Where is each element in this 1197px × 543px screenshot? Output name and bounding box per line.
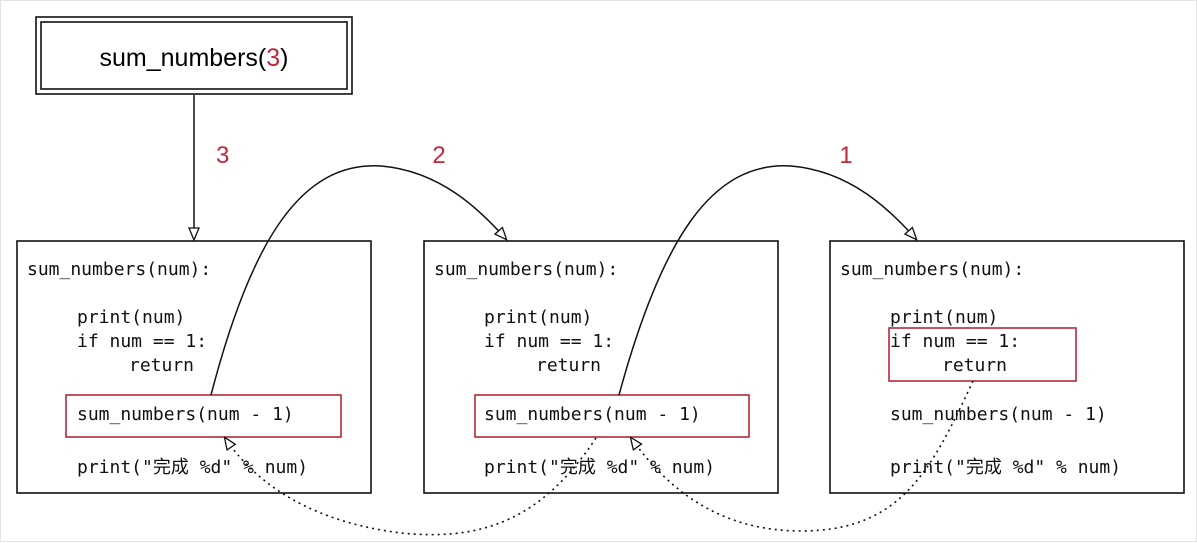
code-recursive-call: sum_numbers(num - 1) [77,404,294,425]
code-print-num: print(num) [484,307,592,328]
code-print-num: print(num) [890,307,998,328]
entry-call-text: sum_numbers(3) [100,44,289,72]
call-label-1: 1 [839,142,852,169]
entry-call-func: sum_numbers( [100,44,267,72]
highlight-recursive-call-2 [474,394,750,438]
code-return: return [129,355,194,376]
entry-call-box: sum_numbers(3) [35,16,353,95]
return-arc-1 [631,380,974,532]
code-print-done: print("完成 %d" % num) [484,457,715,478]
code-def: sum_numbers(num): [27,259,211,280]
entry-call-close: ) [280,44,288,72]
code-return: return [942,355,1007,376]
code-print-done: print("完成 %d" % num) [890,457,1121,478]
frame-box-1 [16,240,372,494]
frame-1-code: sum_numbers(num): print(num) if num == 1… [27,259,308,478]
frame-box-2 [423,240,779,494]
frame-2-code: sum_numbers(num): print(num) if num == 1… [434,259,715,478]
code-if: if num == 1: [890,331,1020,352]
code-print-done: print("完成 %d" % num) [77,457,308,478]
code-return: return [536,355,601,376]
return-arc-2 [225,438,597,536]
code-recursive-call: sum_numbers(num - 1) [890,404,1107,425]
call-arc-2 [210,165,506,396]
code-if: if num == 1: [77,331,207,352]
entry-call-arg: 3 [266,44,280,72]
call-arc-1 [618,165,916,396]
highlight-recursive-call-1 [65,394,342,438]
code-print-num: print(num) [77,307,185,328]
frame-3-code: sum_numbers(num): print(num) if num == 1… [840,259,1121,478]
code-recursive-call: sum_numbers(num - 1) [484,404,701,425]
call-label-2: 2 [432,142,445,169]
call-label-3: 3 [216,142,229,169]
code-if: if num == 1: [484,331,614,352]
code-def: sum_numbers(num): [434,259,618,280]
highlight-base-case [888,327,1077,382]
code-def: sum_numbers(num): [840,259,1024,280]
